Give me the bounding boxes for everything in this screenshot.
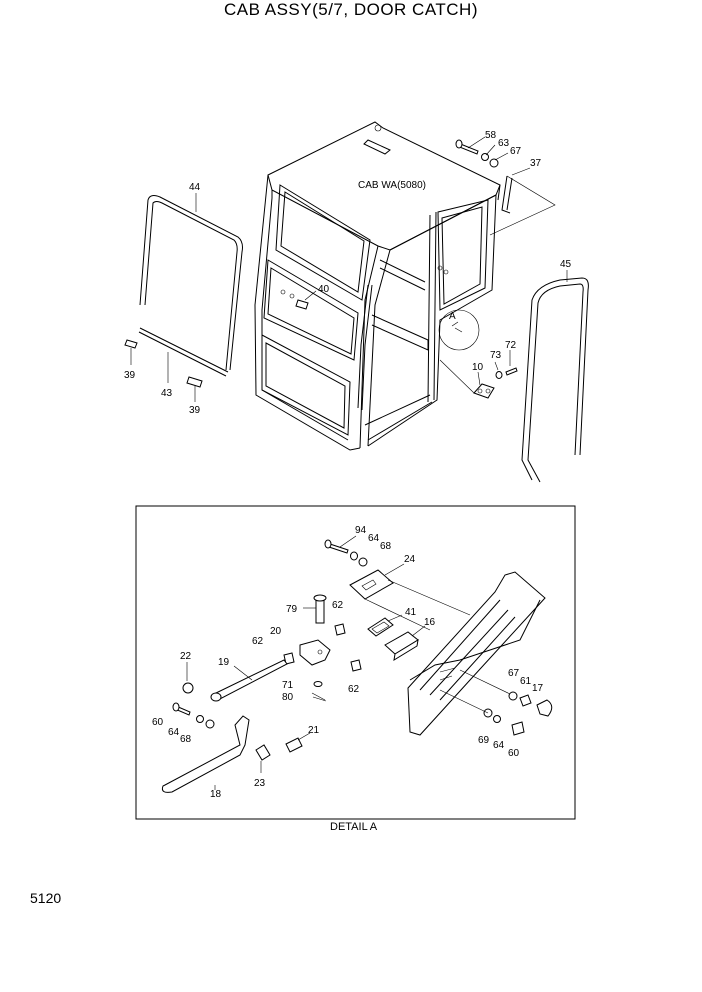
callout-71: 71 [282, 680, 294, 691]
bolt-21 [285, 732, 311, 753]
callout-68-left: 68 [180, 734, 192, 745]
callout-60-right: 60 [508, 748, 520, 759]
callout-61: 61 [520, 676, 532, 687]
gasket-41 [367, 614, 403, 637]
callout-37: 37 [530, 158, 542, 169]
bolt-60-right [511, 721, 525, 736]
callout-69: 69 [478, 735, 490, 746]
callout-62-mid: 62 [252, 636, 264, 647]
cotter-80 [311, 692, 327, 702]
lever-18 [161, 715, 250, 793]
callout-21: 21 [308, 725, 320, 736]
callout-63: 63 [498, 138, 510, 149]
nut-61 [519, 694, 532, 707]
pad-39-left [124, 339, 138, 365]
cab-frame [254, 121, 501, 451]
callout-20: 20 [270, 626, 282, 637]
washer-73 [494, 361, 503, 379]
callout-40: 40 [318, 284, 330, 295]
detail-a-box [135, 505, 576, 820]
callout-22: 22 [180, 651, 192, 662]
callout-67: 67 [510, 146, 522, 157]
callout-94: 94 [355, 525, 367, 536]
callout-60-left: 60 [152, 717, 164, 728]
pad-39-right [186, 376, 203, 402]
callout-64-top: 64 [368, 533, 380, 544]
callout-68-top: 68 [380, 541, 392, 552]
detail-caption: DETAIL A [330, 821, 378, 833]
washer-67-right [508, 691, 518, 701]
page-number: 5120 [30, 890, 62, 906]
callout-45: 45 [560, 259, 572, 270]
callout-73: 73 [490, 350, 502, 361]
callout-43: 43 [161, 388, 173, 399]
callout-23: 23 [254, 778, 266, 789]
washer-71 [313, 681, 323, 687]
callout-79: 79 [286, 604, 298, 615]
catch-10 [439, 359, 495, 399]
callout-62-low: 62 [348, 684, 360, 695]
bolt-94 [324, 535, 368, 567]
strip-43 [138, 327, 229, 383]
callout-72: 72 [505, 340, 517, 351]
washer-68-left [205, 719, 215, 729]
cap-17 [459, 669, 553, 717]
callout-19: 19 [218, 657, 230, 668]
bolt-60-left [172, 702, 191, 716]
callout-18: 18 [210, 789, 222, 800]
bolt-set-58 [455, 136, 509, 168]
bushing-23 [255, 744, 271, 773]
bolt-72 [505, 350, 518, 376]
callout-39-right: 39 [189, 405, 201, 416]
bracket-20 [299, 639, 331, 666]
callout-24: 24 [404, 554, 416, 565]
cab-label: CAB WA(5080) [358, 180, 426, 191]
detail-a-circle: A [438, 309, 480, 351]
catch-16 [384, 625, 426, 661]
callout-39-left: 39 [124, 370, 136, 381]
washer-64-left [196, 715, 204, 723]
handle-37 [489, 167, 556, 236]
bushing-62a [334, 623, 346, 636]
pin-79 [303, 594, 327, 624]
callout-44: 44 [189, 182, 201, 193]
callout-41: 41 [405, 607, 417, 618]
detail-callouts: 94 64 68 24 79 62 41 16 20 62 22 19 67 7… [152, 525, 544, 800]
washer-64-right [439, 689, 501, 723]
bushing-62c [350, 659, 362, 672]
callout-64-left: 64 [168, 727, 180, 738]
callout-64-right: 64 [493, 740, 505, 751]
callout-58: 58 [485, 130, 497, 141]
pad-40 [295, 290, 317, 310]
callout-80: 80 [282, 692, 294, 703]
callout-17: 17 [532, 683, 544, 694]
rod-19 [210, 659, 288, 702]
seal-45 [521, 270, 589, 483]
detail-marker: A [449, 311, 456, 322]
window-seal-44 [139, 193, 243, 371]
plate-24 [349, 563, 471, 631]
washer-22 [182, 662, 194, 694]
page-title: CAB ASSY(5/7, DOOR CATCH) [223, 0, 478, 19]
callout-10: 10 [472, 362, 484, 373]
callout-16: 16 [424, 617, 436, 628]
door-panel [407, 571, 546, 736]
callout-67-right: 67 [508, 668, 520, 679]
callout-62-top: 62 [332, 600, 344, 611]
upper-callouts: 58 63 67 37 CAB WA(5080) 44 45 40 72 73 … [124, 130, 572, 416]
